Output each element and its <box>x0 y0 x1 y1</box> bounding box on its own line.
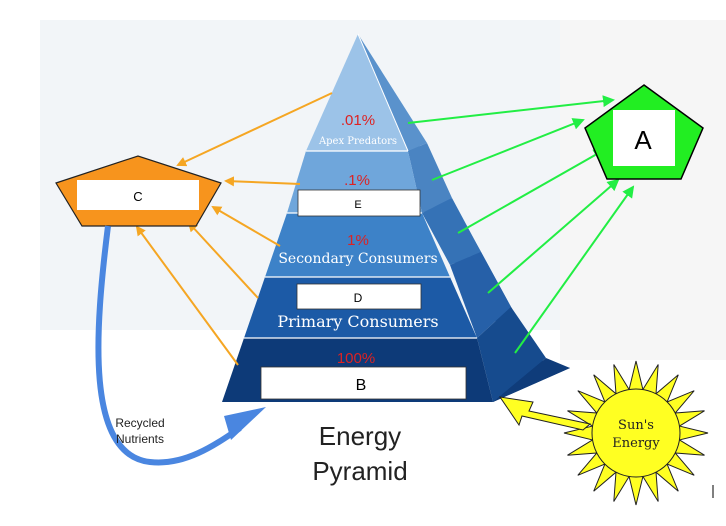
pyramid-level-secondary <box>265 213 450 277</box>
orange-arrow-apex <box>176 92 333 167</box>
green-arrows <box>407 95 635 354</box>
sun-line2: Energy <box>612 436 660 451</box>
green-arrow-primary <box>487 178 620 294</box>
orange-arrows <box>135 92 333 366</box>
secondary-percent: 1% <box>347 232 369 249</box>
pyramid-level-apex <box>306 34 408 151</box>
label-d: D <box>354 291 363 305</box>
recycled-line2: Nutrients <box>116 432 164 446</box>
e-level-percent: .1% <box>344 172 370 189</box>
orange-arrow-producers <box>135 225 239 366</box>
sun: Sun's Energy <box>563 360 709 506</box>
title-line1: Energy <box>319 421 401 451</box>
label-box-c <box>77 180 199 210</box>
label-box-d <box>296 283 422 310</box>
label-e: E <box>354 199 361 211</box>
primary-label: Primary Consumers <box>277 312 438 331</box>
green-arrow-apex <box>407 95 615 124</box>
secondary-label: Secondary Consumers <box>278 251 437 267</box>
label-c: C <box>133 189 142 204</box>
label-a: A <box>634 125 652 155</box>
recycled-nutrients-arrow <box>95 225 242 466</box>
producers-percent: 100% <box>337 350 375 367</box>
orange-arrow-primary <box>187 221 259 299</box>
title-line2: Pyramid <box>312 456 407 486</box>
apex-label: Apex Predators <box>318 136 397 147</box>
green-arrow-secondary <box>457 149 606 234</box>
orange-arrow-e <box>224 176 301 187</box>
green-arrow-e <box>431 118 585 181</box>
sun-line1: Sun's <box>618 418 654 433</box>
recycled-line1: Recycled <box>115 416 164 430</box>
green-arrow-producers <box>514 185 635 354</box>
pyramid-side-bands <box>358 34 570 402</box>
recycled-arrow-head <box>224 407 266 440</box>
label-box-e <box>297 189 421 217</box>
label-box-a <box>613 110 675 166</box>
label-b: B <box>356 377 367 394</box>
label-box-b <box>260 366 467 400</box>
orange-arrow-secondary <box>211 205 281 247</box>
apex-percent: .01% <box>341 112 375 129</box>
background-shading-right <box>560 20 726 360</box>
sun-energy-arrow <box>498 396 592 431</box>
